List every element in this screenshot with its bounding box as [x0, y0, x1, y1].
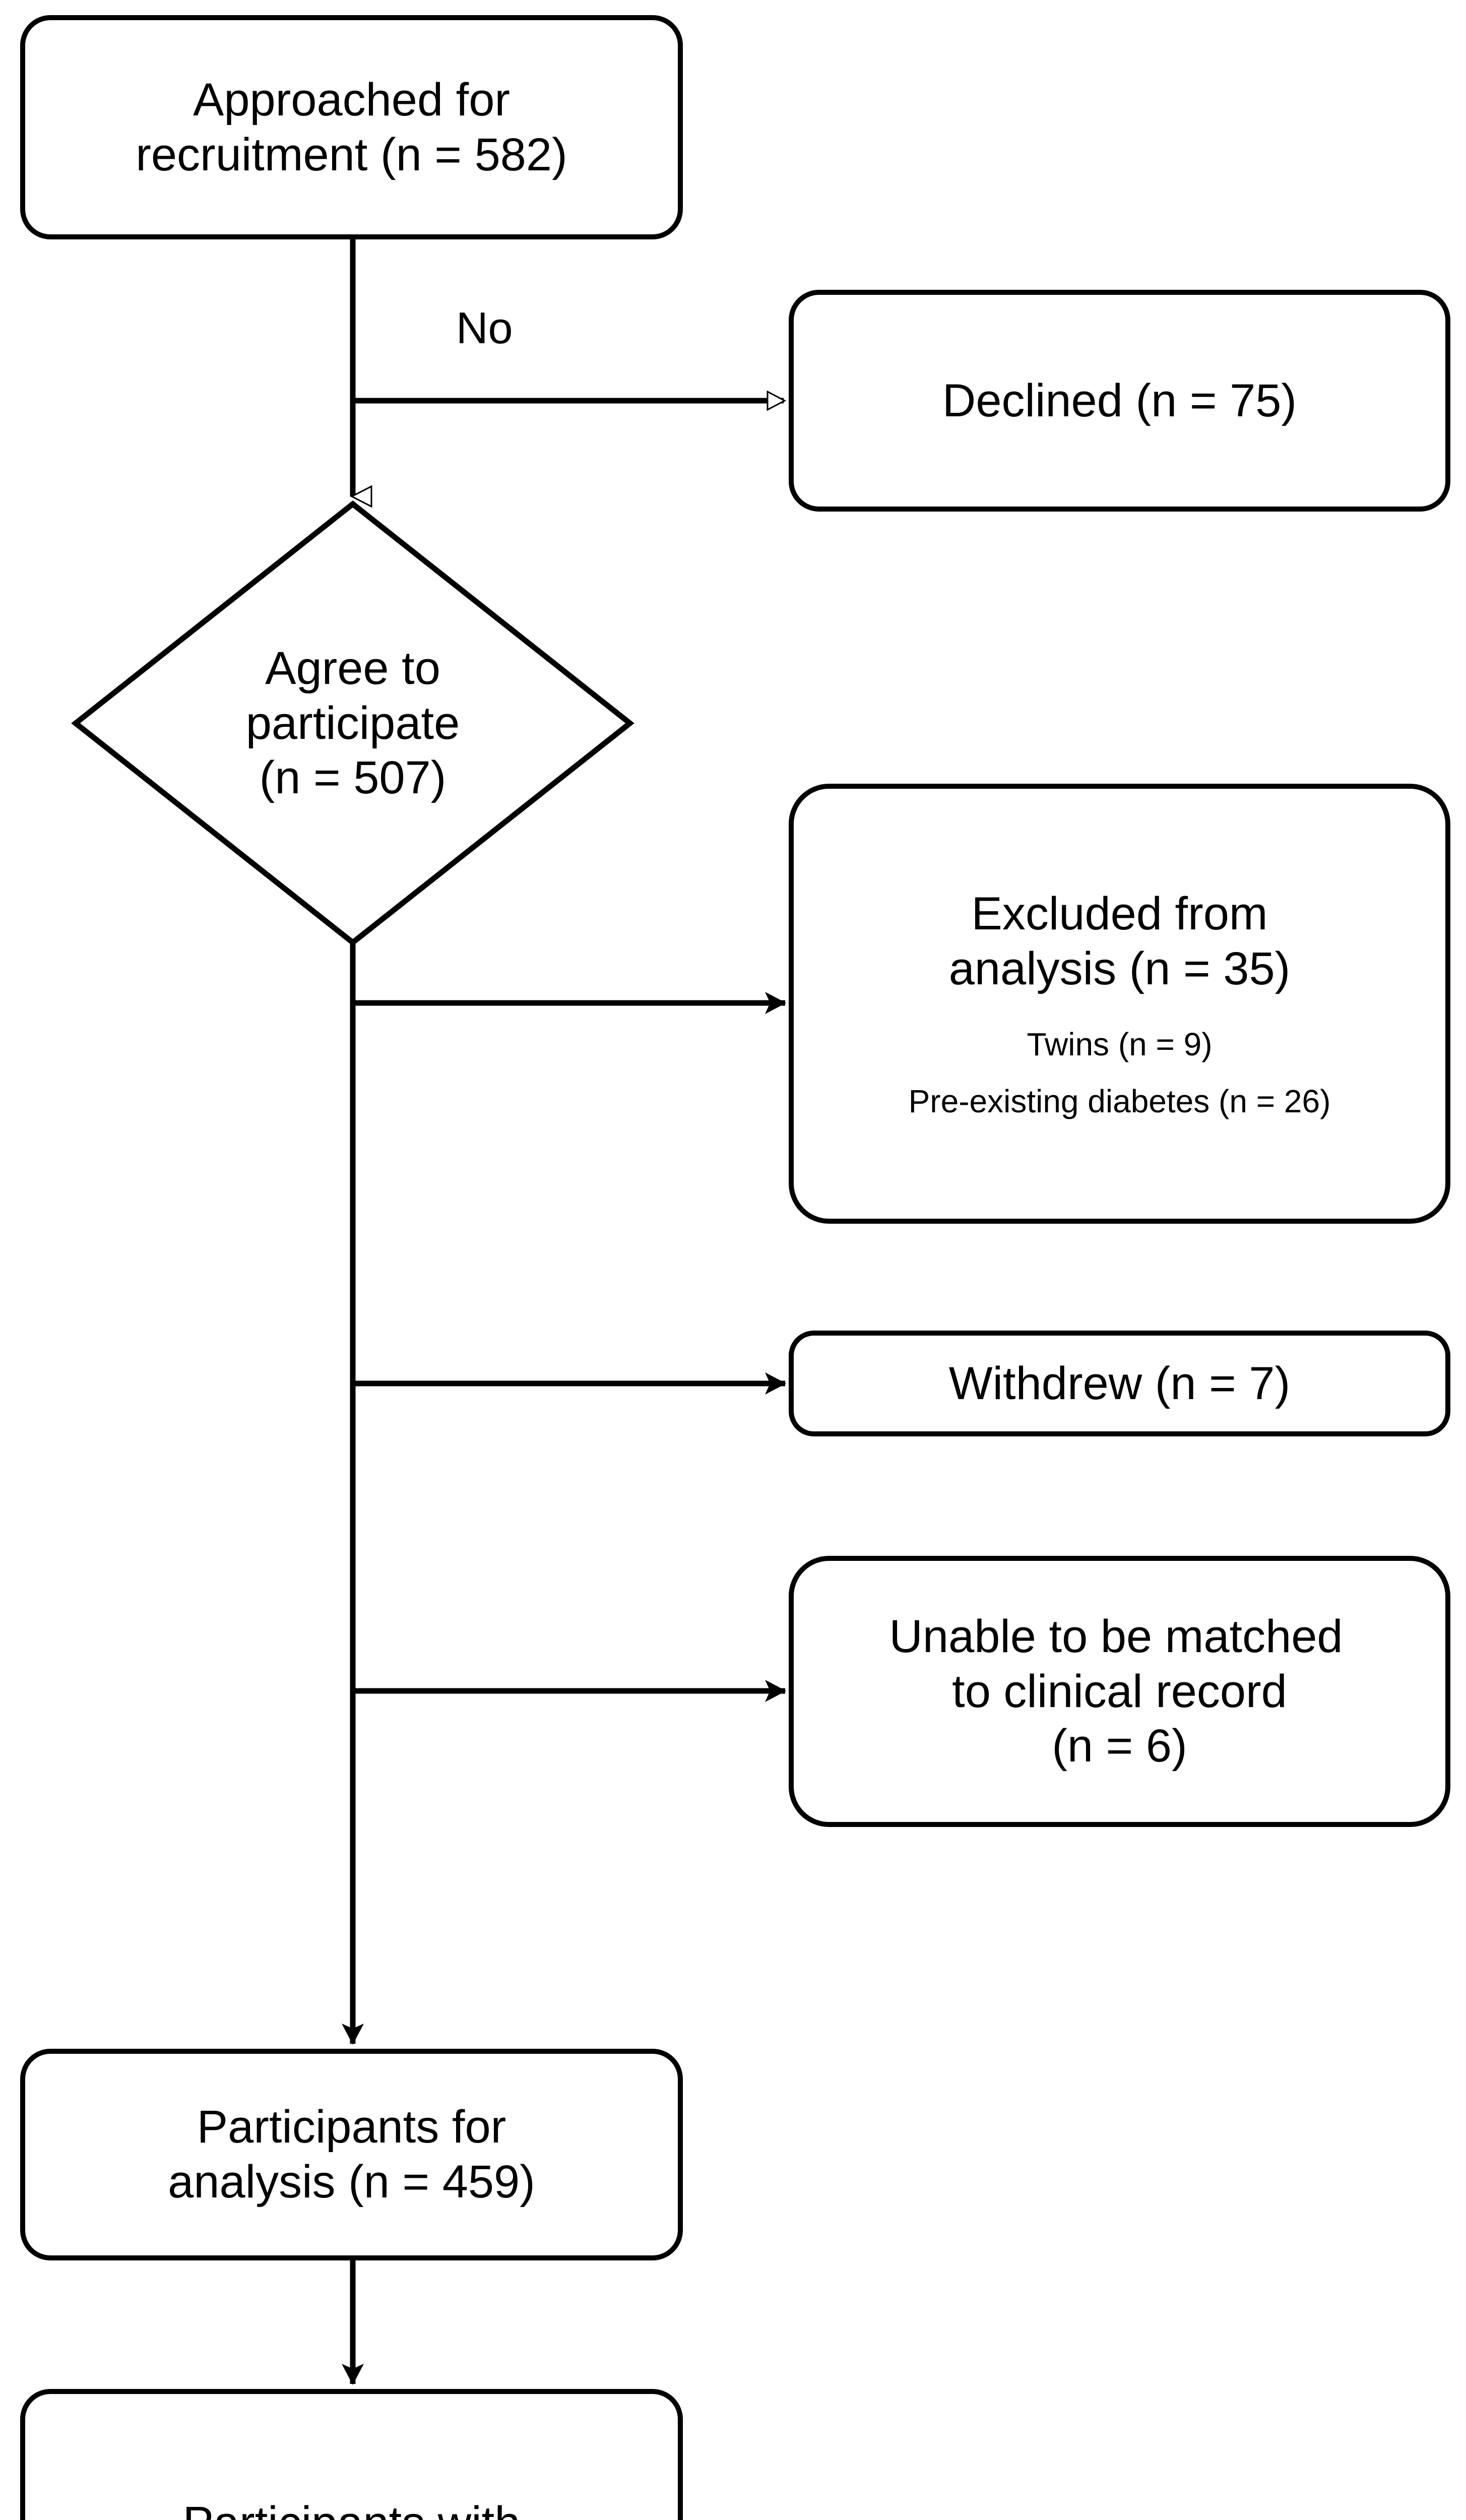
node-approached-for-recruitment[interactable]: Approached for recruitment (n = 582) — [20, 15, 683, 239]
node-unable-to-be-matched[interactable]: Unable to be matched to clinical record … — [789, 1556, 1450, 1827]
node-approached-line1: Approached for — [193, 74, 511, 125]
node-excluded-sub-preexisting-diabetes: Pre-existing diabetes (n = 26) — [908, 1083, 1331, 1120]
node-agree-to-participate[interactable]: Agree to participate (n = 507) — [76, 504, 630, 942]
node-agree-line1: Agree to — [265, 643, 440, 695]
node-unmatched-line3: (n = 6) — [1052, 1720, 1187, 1772]
node-agree-line3: (n = 507) — [259, 752, 447, 804]
node-declined-line1: Declined (n = 75) — [942, 374, 1297, 426]
node-analysis-line1: Participants for — [197, 2101, 506, 2153]
node-excluded-from-analysis[interactable]: Excluded from analysis (n = 35) Twins (n… — [789, 784, 1450, 1224]
node-analysis-line2: analysis (n = 459) — [168, 2156, 535, 2208]
node-unmatched-line1: Unable to be matched — [889, 1611, 1343, 1663]
node-declined[interactable]: Declined (n = 75) — [789, 290, 1450, 512]
node-excluded-sub-twins: Twins (n = 9) — [1027, 1026, 1213, 1062]
node-unmatched-line2: to clinical record — [952, 1665, 1287, 1717]
node-excluded-line1: Excluded from — [971, 888, 1268, 940]
node-withdrew-line1: Withdrew (n = 7) — [948, 1357, 1291, 1409]
node-gdm-line1: Participants with — [183, 2496, 521, 2520]
node-withdrew[interactable]: Withdrew (n = 7) — [789, 1331, 1450, 1436]
node-excluded-line2: analysis (n = 35) — [948, 942, 1291, 994]
node-agree-text: Agree to participate (n = 507) — [246, 641, 460, 805]
node-agree-line2: participate — [245, 697, 460, 749]
node-participants-with-gdm-data[interactable]: Participants with GDM data available for… — [20, 2389, 683, 2520]
node-approached-line2: recruitment (n = 582) — [136, 129, 567, 180]
node-participants-for-analysis[interactable]: Participants for analysis (n = 459) — [20, 2049, 683, 2260]
edge-label-no: No — [456, 303, 513, 353]
